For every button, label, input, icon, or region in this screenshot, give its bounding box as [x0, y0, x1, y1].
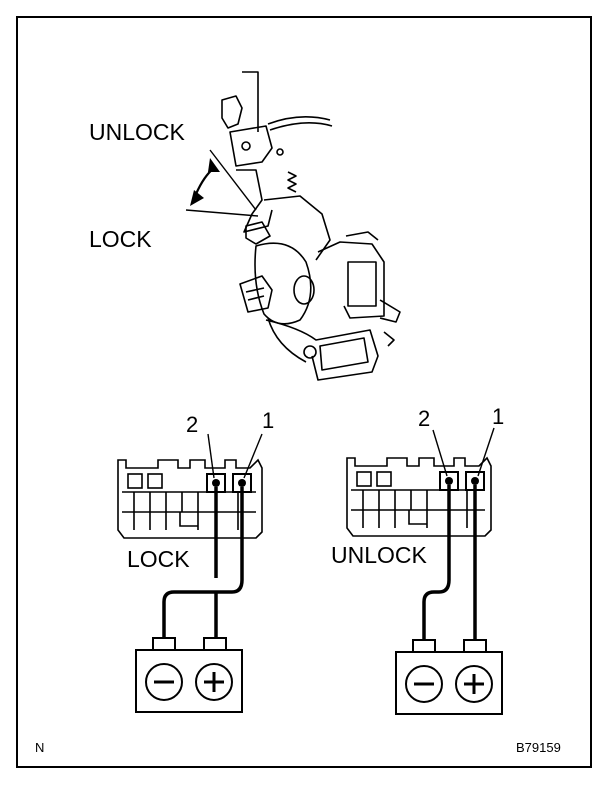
- left-terminal-2-label: 2: [186, 412, 198, 437]
- left-connector-state-label: LOCK: [127, 546, 190, 572]
- unlock-leader-line: [209, 149, 257, 211]
- left-battery: [135, 637, 243, 713]
- right-battery: [395, 639, 503, 715]
- left-connector: [117, 458, 263, 539]
- figure-frame: [16, 16, 592, 768]
- lever-motion-arrow: [190, 158, 220, 206]
- left-terminal-1-label: 1: [262, 408, 274, 433]
- right-connector-state-label: UNLOCK: [331, 542, 428, 568]
- figure-code: B79159: [516, 740, 561, 755]
- left-terminal-1-pin: [238, 479, 246, 487]
- right-connector: [346, 456, 492, 537]
- left-terminal-2-pin: [212, 479, 220, 487]
- left-callout-2: [207, 433, 215, 479]
- left-battery-positive-icon: [195, 663, 233, 701]
- right-callout-2: [432, 429, 448, 477]
- right-battery-negative-icon: [405, 665, 443, 703]
- right-callout-1: [477, 427, 495, 477]
- left-battery-negative-icon: [145, 663, 183, 701]
- right-terminal-1-label: 1: [492, 404, 504, 429]
- right-terminal-2-label: 2: [418, 406, 430, 431]
- lock-leader-line: [185, 209, 259, 217]
- unlock-label-top: UNLOCK: [89, 119, 186, 145]
- corner-mark: N: [35, 740, 44, 755]
- right-terminal-1-pin: [471, 477, 479, 485]
- right-wiring: [422, 485, 477, 640]
- door-lock-assembly: [221, 71, 401, 381]
- right-terminal-2-pin: [445, 477, 453, 485]
- lock-label-top: LOCK: [89, 226, 152, 252]
- left-callout-1: [243, 433, 263, 479]
- right-battery-positive-icon: [455, 665, 493, 703]
- left-wiring: [162, 487, 244, 638]
